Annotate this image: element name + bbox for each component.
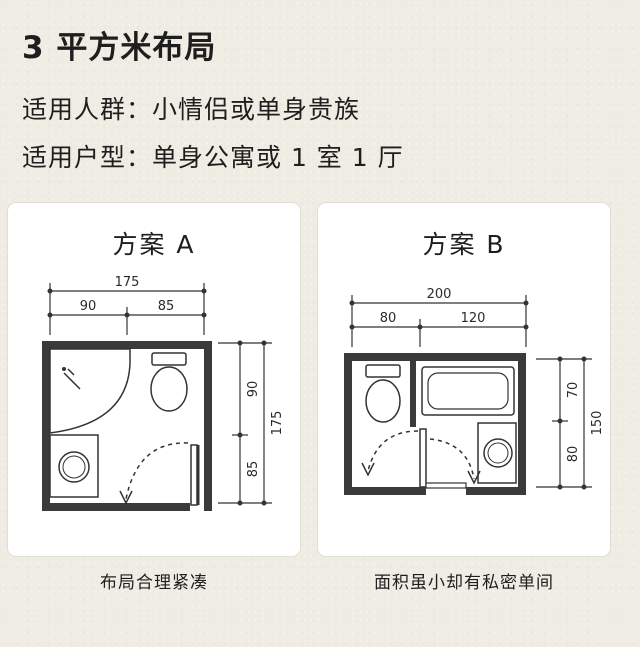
entrance-door-swing: [429, 438, 475, 480]
plan-b-card: 方案 B 200 80 120 70 80 150: [318, 203, 610, 556]
plan-b-width-left: 80: [380, 311, 397, 326]
plan-b-title: 方案 B: [422, 230, 506, 259]
toilet-tank: [365, 364, 401, 378]
plan-b-floorplan: 200 80 120 70 80 150: [344, 287, 605, 495]
plan-a-floorplan: 175 90 85 90 85 175: [42, 275, 285, 511]
page-title: 3 平方米布局: [22, 30, 217, 66]
plan-b-depth-top: 70: [566, 382, 581, 399]
plan-a-caption: 布局合理紧凑: [100, 573, 208, 593]
door-leaf: [190, 444, 198, 506]
plan-b-total-depth: 150: [590, 411, 605, 436]
plan-b-depth-bottom: 80: [566, 446, 581, 463]
apartment-type-line: 适用户型：单身公寓或 1 室 1 厅: [22, 143, 404, 172]
plan-a-title: 方案 A: [112, 230, 196, 259]
door-swing-arc: [125, 442, 189, 500]
plan-a-total-width: 175: [115, 275, 140, 290]
inner-door: [419, 428, 427, 488]
entrance-door: [425, 482, 467, 489]
plan-a-depth-top: 90: [246, 381, 261, 398]
plan-b-caption: 面积虽小却有私密单间: [374, 573, 554, 593]
shower-area: [49, 348, 131, 434]
plan-a-depth-bottom: 85: [246, 461, 261, 478]
toilet-tank: [151, 352, 187, 366]
toilet-bowl: [365, 379, 401, 423]
inner-door-swing: [367, 430, 419, 472]
plan-a-card: 方案 A 175 90 85 90 85 175: [8, 203, 300, 556]
bathtub: [421, 366, 515, 416]
plan-a-total-depth: 175: [270, 411, 285, 436]
plan-b-width-right: 120: [461, 311, 486, 326]
plan-a-width-right: 85: [158, 299, 175, 314]
plan-b-total-width: 200: [427, 287, 452, 302]
toilet-bowl: [150, 366, 188, 412]
target-users-line: 适用人群：小情侣或单身贵族: [22, 95, 361, 124]
plan-a-width-left: 90: [80, 299, 97, 314]
